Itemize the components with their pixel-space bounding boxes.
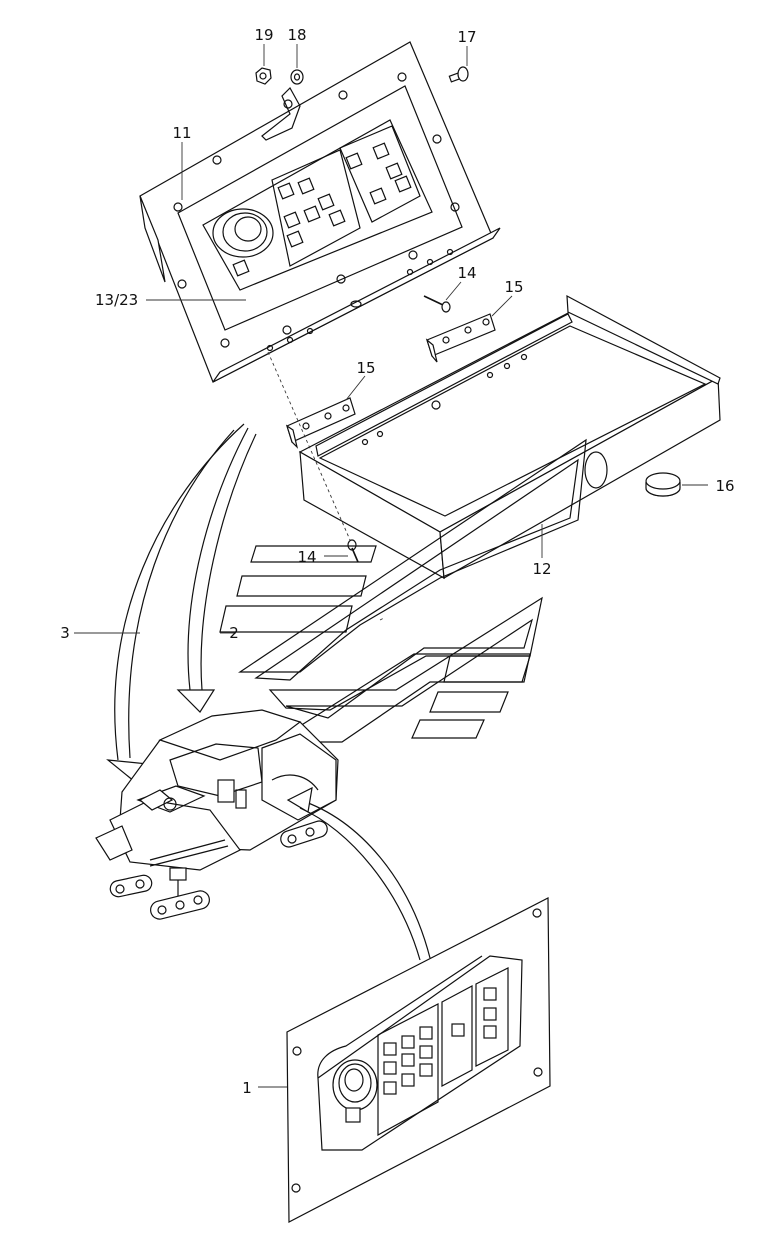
control-panel-part-1: [286, 897, 551, 1223]
tray-part-12: [298, 294, 721, 580]
callout-15-left: 15: [356, 359, 375, 377]
callout-19: 19: [254, 26, 273, 44]
manufacturer-logo: [219, 438, 587, 743]
callout-3: 3: [60, 624, 70, 642]
hinge-part-15-left: [285, 397, 356, 449]
callout-13-23: 13/23: [95, 291, 138, 309]
arrow-2: [176, 427, 257, 713]
joystick-knob-icon: [212, 208, 274, 258]
callout-14-lower: 14: [297, 548, 316, 566]
pin-part-14-upper: [423, 295, 451, 313]
nut-part-19: [255, 67, 272, 85]
track-front-left: [109, 874, 153, 898]
callout-12: 12: [532, 560, 551, 578]
arrow-1: [286, 786, 431, 961]
track-front-right: [150, 867, 210, 920]
callout-18: 18: [287, 26, 306, 44]
callout-17: 17: [457, 28, 476, 46]
panel-buttons: [232, 142, 412, 277]
cap-part-16: [645, 472, 681, 497]
hinge-part-15-right: [425, 313, 496, 363]
control-panel-part-11: [139, 41, 501, 383]
screw-part-17: [448, 66, 469, 83]
callout-2: 2: [229, 624, 239, 642]
milling-machine-illustration: [95, 709, 339, 920]
pin-part-14-lower: [347, 539, 359, 563]
callout-14-upper: 14: [457, 264, 476, 282]
callout-11: 11: [172, 124, 191, 142]
panel-buttons-bottom: [345, 987, 497, 1123]
callout-15-right: 15: [504, 278, 523, 296]
joystick-knob-icon: [332, 1059, 378, 1111]
callout-1: 1: [242, 1079, 252, 1097]
callout-16: 16: [715, 477, 734, 495]
track-rear-right: [280, 820, 328, 848]
washer-part-18: [290, 69, 304, 85]
